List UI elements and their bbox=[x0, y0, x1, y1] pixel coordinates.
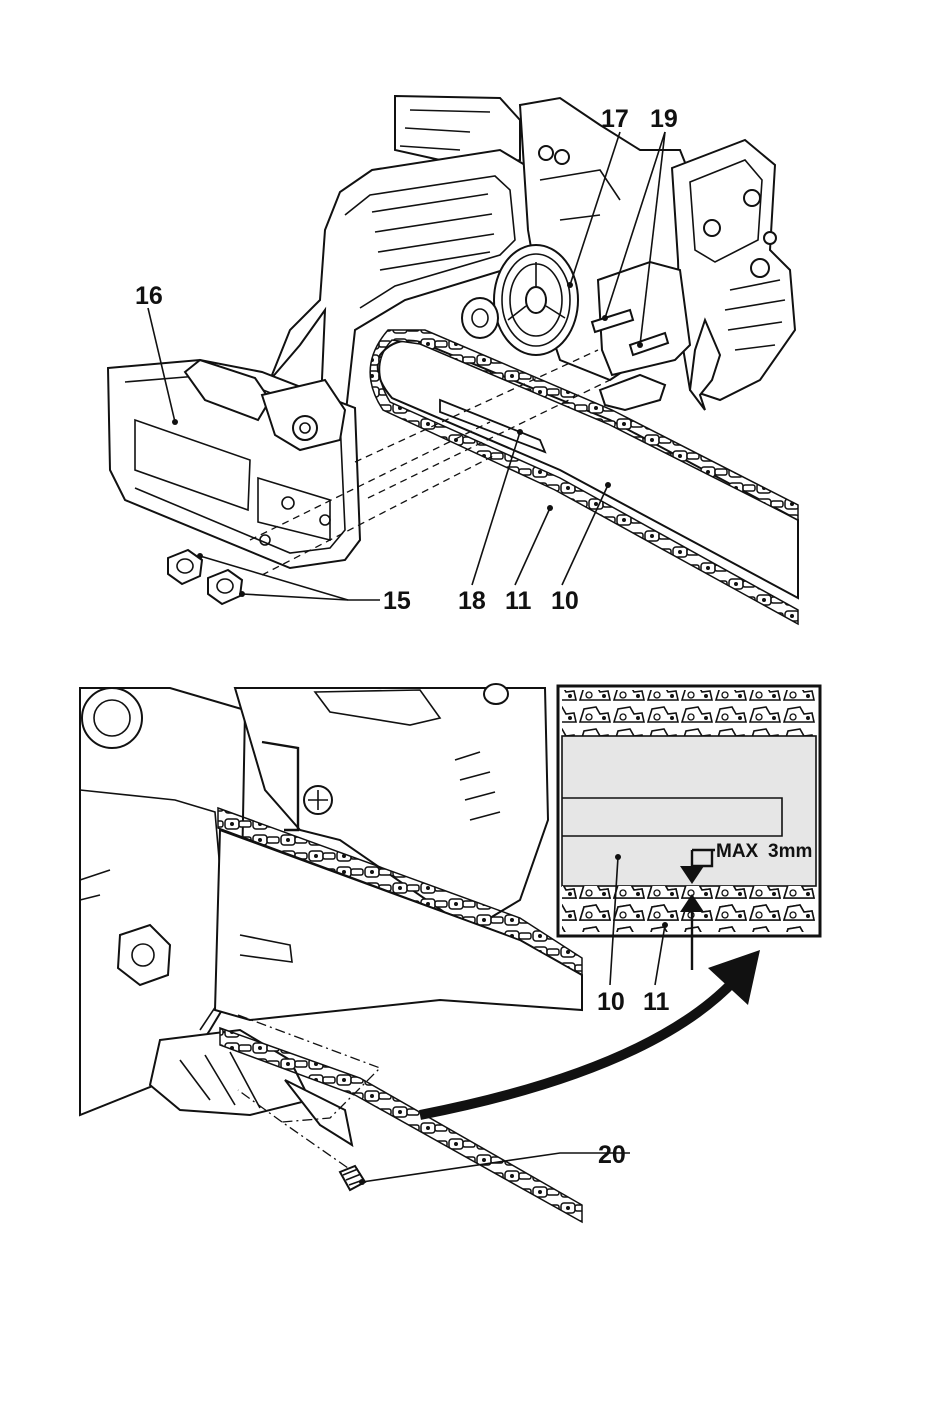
bottom-tension-drawing: 20 MAX 3mm 10 11 bbox=[80, 684, 820, 1222]
inset-detail: MAX 3mm bbox=[558, 686, 820, 985]
callout-18: 18 bbox=[458, 587, 486, 615]
callout-20: 20 bbox=[598, 1141, 626, 1169]
callout-16: 16 bbox=[135, 282, 163, 310]
callout-19: 19 bbox=[650, 105, 678, 133]
inset-max-label: MAX bbox=[716, 841, 759, 862]
callout-10: 10 bbox=[551, 587, 579, 615]
bar-nut-lower bbox=[208, 570, 242, 604]
inset-callout-11: 11 bbox=[643, 988, 670, 1016]
tension-screw bbox=[340, 1166, 365, 1190]
callout-15: 15 bbox=[383, 587, 411, 615]
callout-11: 11 bbox=[505, 587, 532, 615]
inset-max-value: 3mm bbox=[768, 841, 812, 862]
bar-nut-upper bbox=[168, 550, 202, 584]
clutch-drum bbox=[494, 245, 578, 355]
top-assembly-drawing: 17 19 16 15 18 11 10 bbox=[108, 96, 798, 624]
inset-callout-10: 10 bbox=[597, 988, 625, 1016]
side-cover bbox=[108, 360, 360, 568]
callout-17: 17 bbox=[601, 105, 629, 133]
